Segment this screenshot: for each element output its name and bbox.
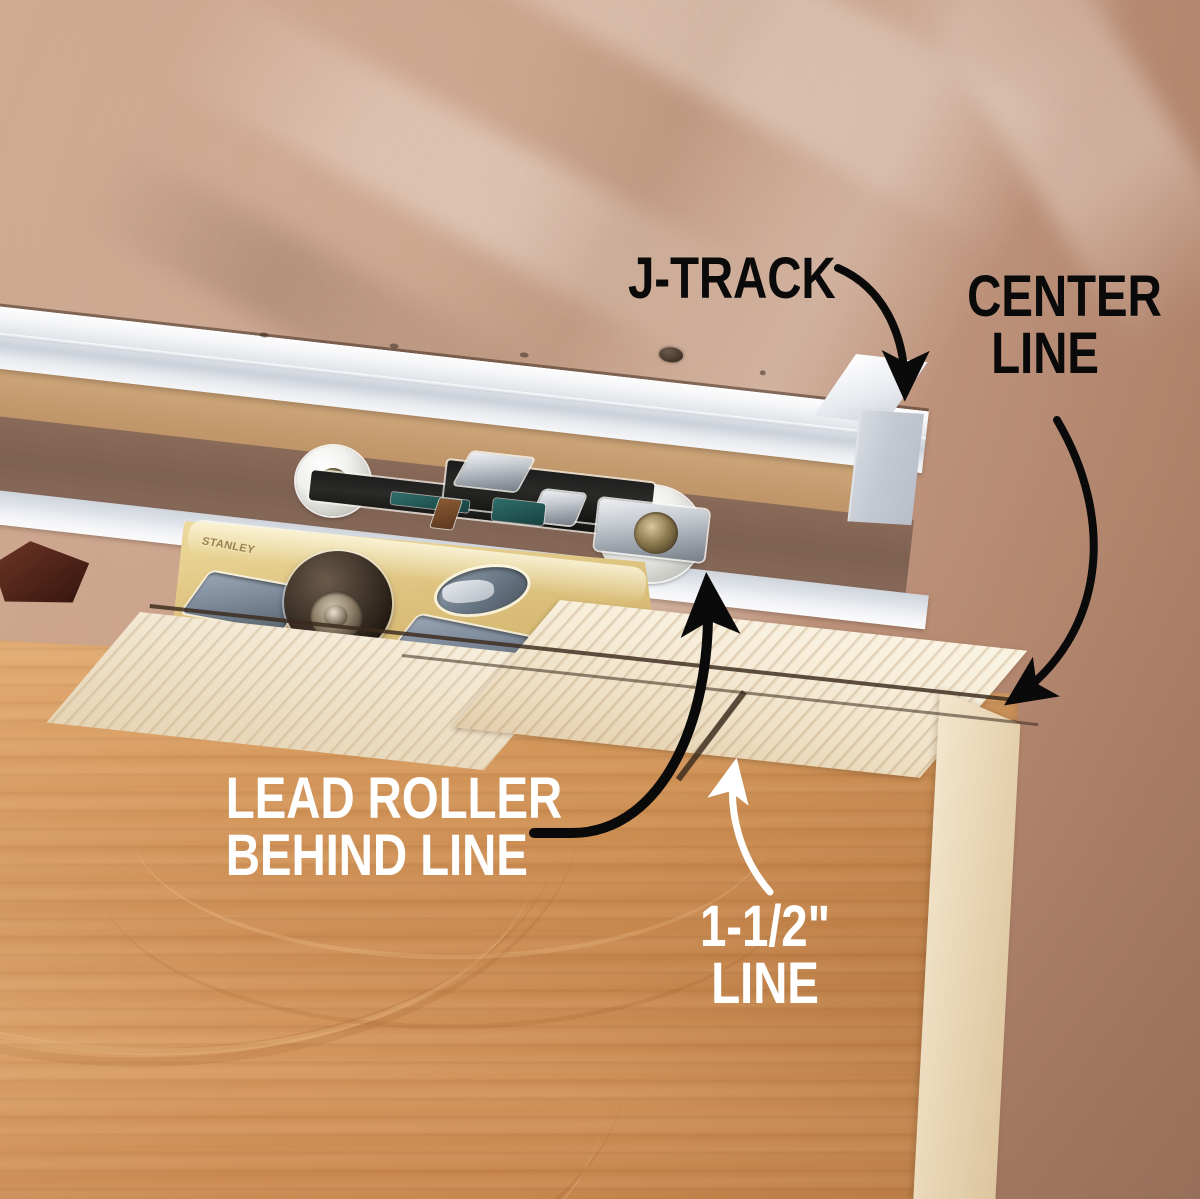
label-lead-roller-2: BEHIND LINE bbox=[225, 822, 528, 888]
track-surface-nick bbox=[759, 370, 766, 376]
label-one-and-a-half-2: LINE bbox=[711, 950, 819, 1016]
label-lead-roller-1: LEAD ROLLER bbox=[225, 766, 563, 831]
j-track-end-cap bbox=[847, 410, 924, 526]
label-one-and-a-half-1: 1-1/2" bbox=[700, 894, 830, 959]
label-lead-roller-group: LEAD ROLLER BEHIND LINE bbox=[196, 766, 563, 888]
lead-roller-axle bbox=[634, 512, 678, 554]
label-center-line-2: LINE bbox=[991, 320, 1099, 386]
label-center-line-1: CENTER bbox=[967, 264, 1162, 329]
track-screw-hole bbox=[658, 346, 684, 364]
track-surface-nick bbox=[519, 352, 529, 358]
label-one-and-a-half-group: 1-1/2" LINE bbox=[680, 894, 850, 1016]
label-center-line-group: CENTER LINE bbox=[950, 264, 1162, 386]
wood-grain bbox=[0, 856, 693, 1199]
label-j-track: J-TRACK bbox=[628, 246, 836, 311]
